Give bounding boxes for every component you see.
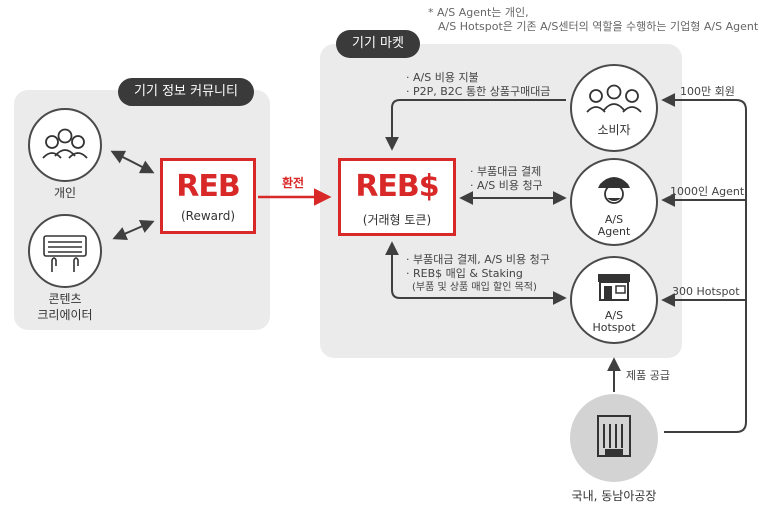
agent-label-line2: Agent xyxy=(597,225,631,238)
keyboard-icon xyxy=(43,235,87,272)
rebs-token-box: REB$ (거래형 토큰) xyxy=(338,158,456,236)
technician-icon xyxy=(598,177,630,204)
arrow-consumer-rebs xyxy=(385,99,566,151)
members-count: 100만 회원 xyxy=(680,85,735,98)
hotspots-count: 300 Hotspot xyxy=(672,285,740,298)
creator-label-line2: 크리에이터 xyxy=(37,308,93,322)
hotspot-node: A/S Hotspot xyxy=(570,256,658,344)
hotspot-flow-2: · REB$ 매입 & Staking xyxy=(406,267,523,280)
store-icon xyxy=(598,274,630,301)
exchange-label: 환전 xyxy=(282,176,305,190)
consumer-flow-2: · P2P, B2C 통한 상품구매대금 xyxy=(406,85,551,98)
factory-building-icon xyxy=(597,415,631,457)
individual-label: 개인 xyxy=(53,186,77,200)
arrow-individual-reb xyxy=(110,150,155,174)
creator-label-line1: 콘텐츠 xyxy=(48,292,82,306)
hotspot-flow-3: (부품 및 상품 매입 할인 목적) xyxy=(412,282,537,293)
supply-label: 제품 공급 xyxy=(626,369,670,382)
note-line-2: A/S Hotspot은 기존 A/S센터의 역할을 수행하는 기업형 A/S … xyxy=(438,20,759,33)
rebs-logo: REB$ xyxy=(355,169,439,204)
reb-reward-box: REB (Reward) xyxy=(160,158,256,234)
line-factory-loop xyxy=(661,93,747,433)
hotspot-label-line1: A/S xyxy=(604,309,624,322)
consumer-flow-1: · A/S 비용 지불 xyxy=(406,71,479,84)
reb-logo: REB xyxy=(176,169,240,204)
rebs-label: (거래형 토큰) xyxy=(362,213,432,227)
factory-label: 국내, 동남아공장 xyxy=(571,489,657,503)
reb-label: (Reward) xyxy=(180,209,236,223)
factory-node xyxy=(570,394,658,482)
people-icon xyxy=(586,84,642,113)
people-icon xyxy=(42,128,88,159)
arrow-creator-reb xyxy=(112,220,155,240)
hotspot-label-line2: Hotspot xyxy=(592,321,636,334)
individual-node xyxy=(28,108,102,182)
agents-count: 1000인 Agent xyxy=(670,185,745,198)
note-line-1: * A/S Agent는 개인, xyxy=(428,6,529,19)
market-title: 기기 마켓 xyxy=(336,30,420,58)
hotspot-flow-1: · 부품대금 결제, A/S 비용 청구 xyxy=(406,253,550,266)
community-title: 기기 정보 커뮤니티 xyxy=(118,78,254,106)
agent-flow-2: · A/S 비용 청구 xyxy=(470,179,543,192)
agent-flow-1: · 부품대금 결제 xyxy=(470,165,542,178)
consumer-node: 소비자 xyxy=(570,64,658,152)
agent-node: A/S Agent xyxy=(570,158,658,246)
creator-node xyxy=(28,214,102,288)
agent-label-line1: A/S xyxy=(604,213,624,226)
arrow-rebs-hotspot xyxy=(385,241,567,305)
consumer-label: 소비자 xyxy=(597,123,631,137)
